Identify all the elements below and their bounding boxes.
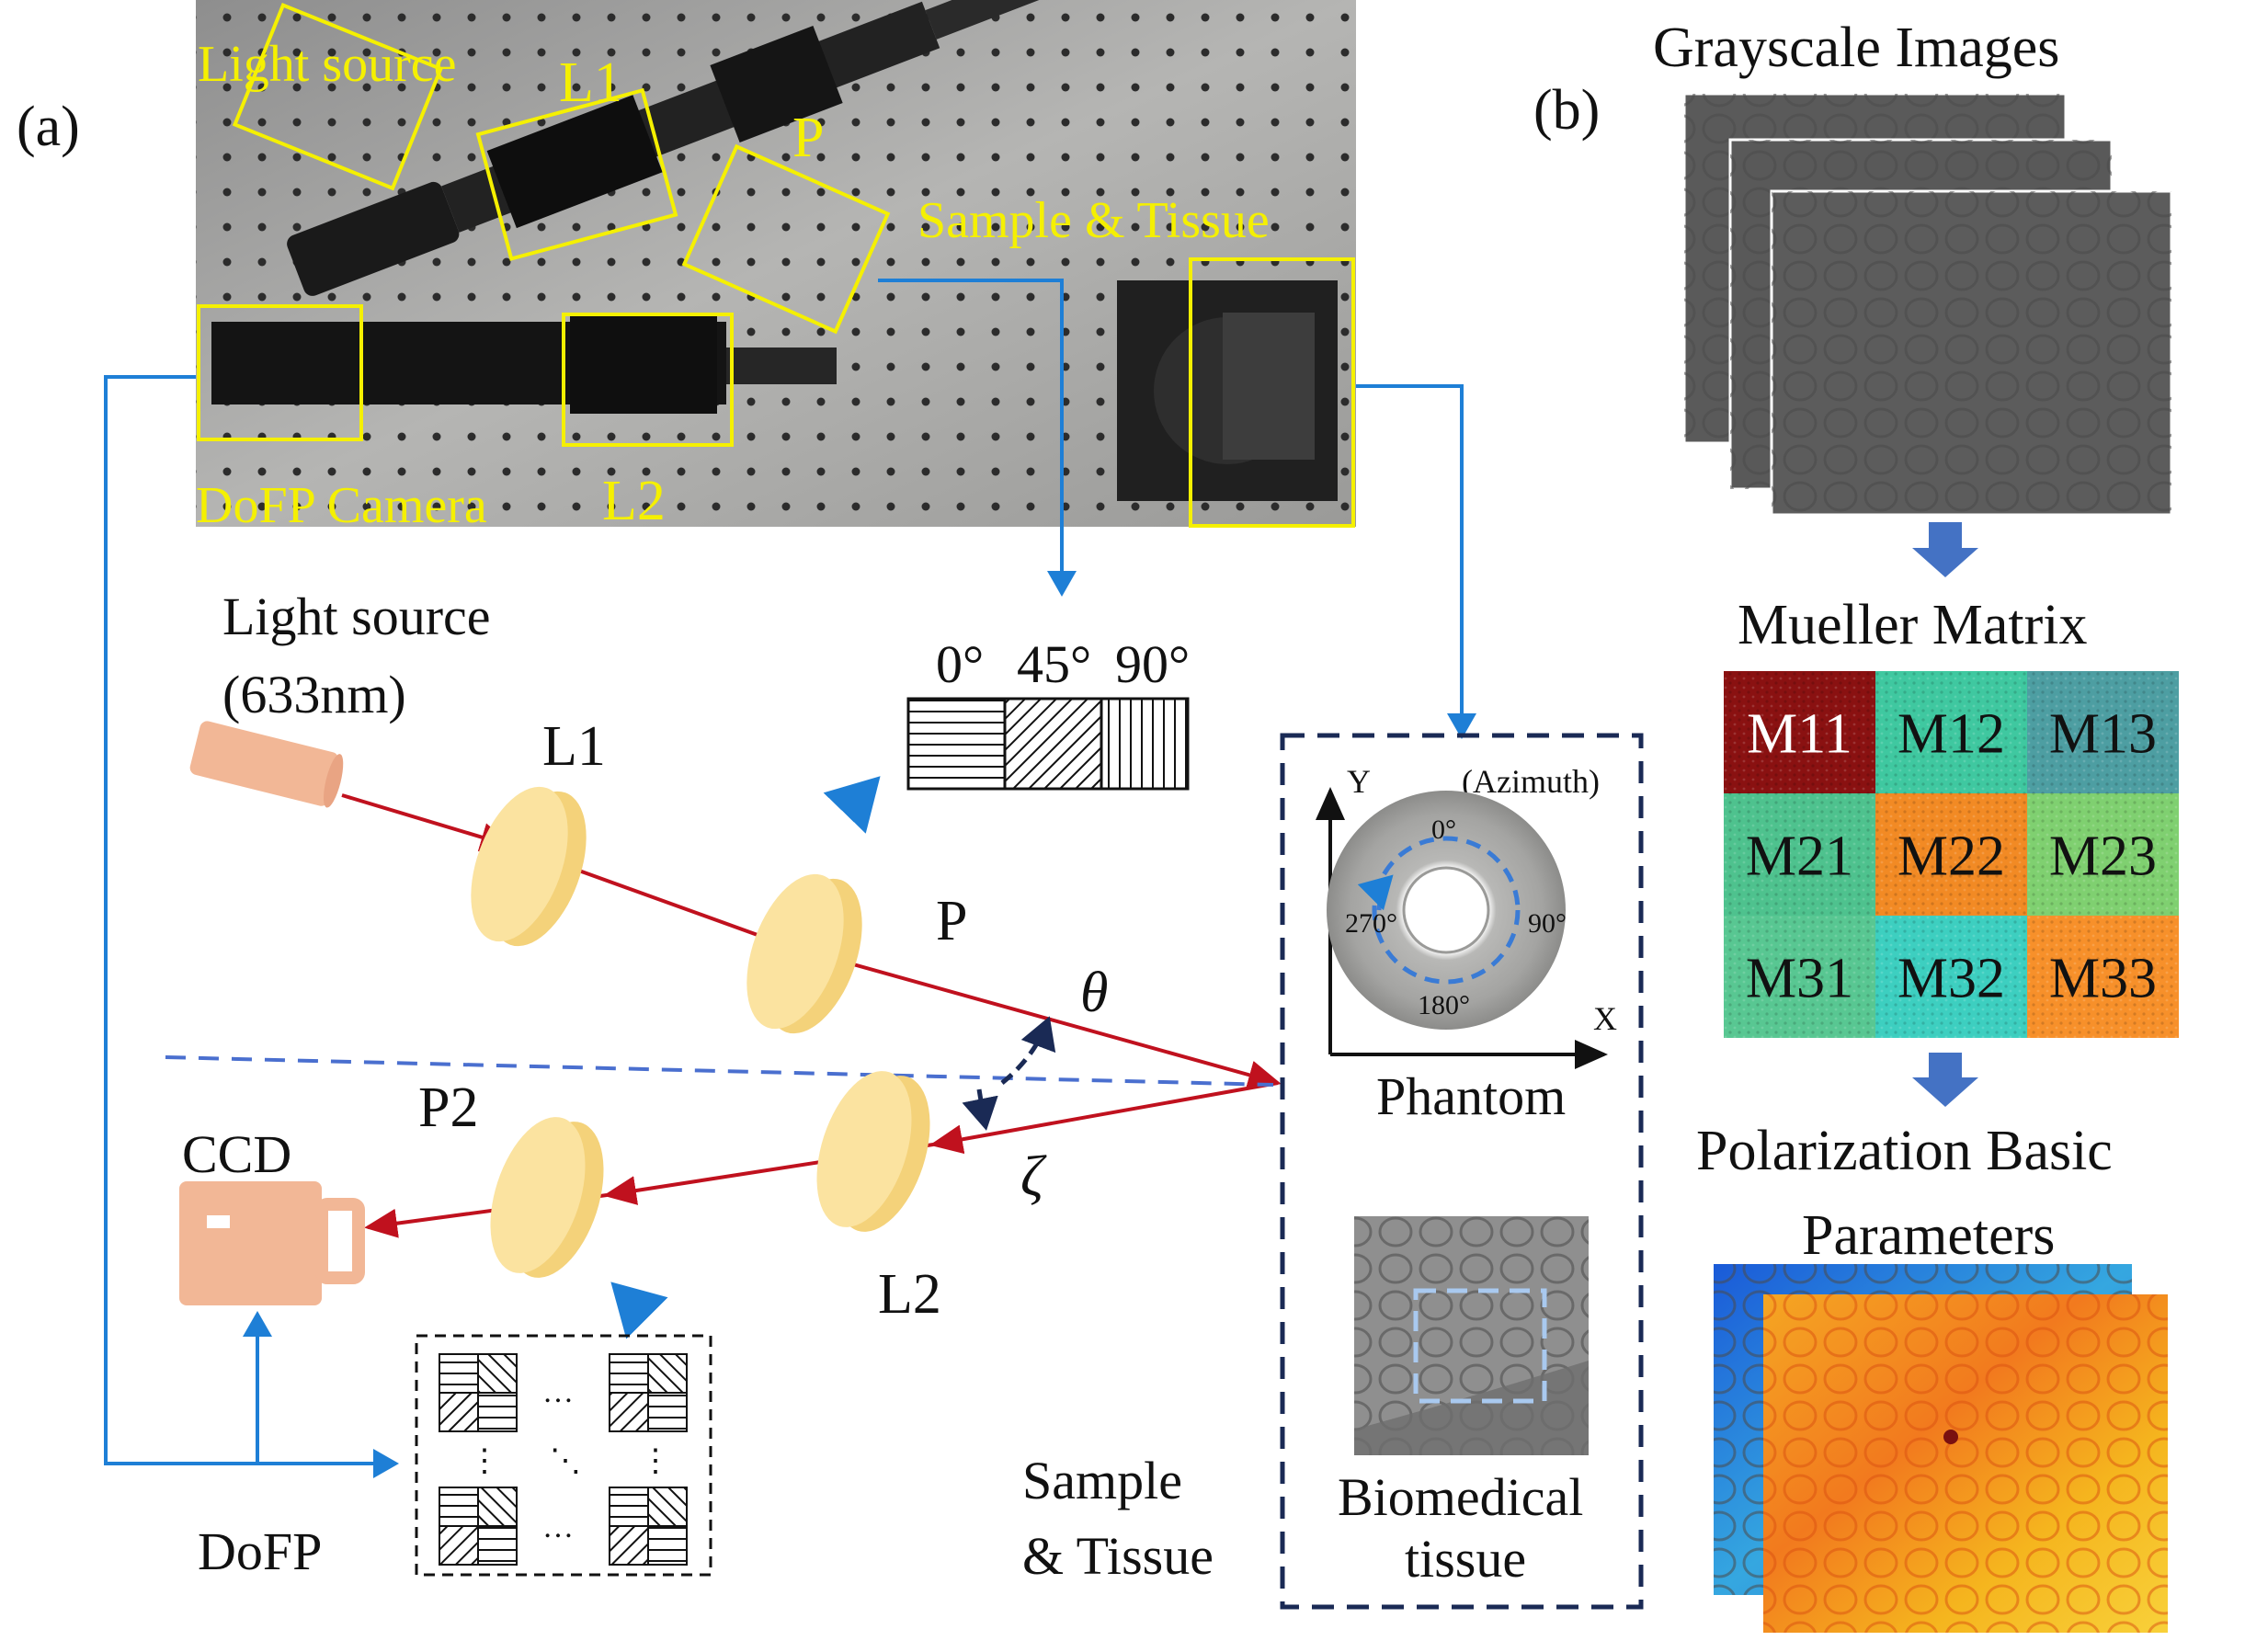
matrix-cell-texture [1875,793,2027,916]
angle-0: 0° [936,634,984,694]
lens-p2 [490,1117,604,1278]
mueller-title: Mueller Matrix [1738,594,2088,656]
matrix-label-m12: M12 [1897,703,2005,766]
dofp-dots-bottom: … [542,1510,574,1544]
dofp-dots-diag: ⋱ [550,1444,581,1478]
lens-l2 [816,1071,930,1232]
light-source-wavelength: (633nm) [222,665,406,724]
label-l1: L1 [542,715,606,778]
photo-label-p: P [792,107,824,169]
matrix-label-m11: M11 [1747,703,1852,766]
theta-arc [1000,1016,1056,1085]
phantom-y-axis: Y [1347,763,1371,800]
ccd-camera [179,1181,365,1305]
phantom-azimuth: (Azimuth) [1462,763,1600,800]
sample-label-line2: & Tissue [1022,1526,1214,1586]
grayscale-title: Grayscale Images [1653,17,2059,79]
phantom-label: Phantom [1376,1066,1566,1126]
label-p2: P2 [418,1077,478,1139]
dofp-dots-right: ⋮ [640,1444,671,1478]
tissue-label-line2: tissue [1405,1529,1526,1589]
matrix-cell-texture [2027,793,2179,916]
phantom-deg270: 270° [1345,908,1397,939]
photo-label-l1: L1 [559,51,622,114]
matrix-label-m21: M21 [1746,826,1853,888]
panel-a-label: (a) [17,96,80,158]
matrix-cell-texture [2027,671,2179,793]
phantom-deg0: 0° [1431,815,1456,845]
dofp-label: DoFP [198,1521,322,1581]
label-p: P [936,890,967,952]
setup-photo: Light source L1 P Sample & Tissue DoFP C… [196,0,1356,534]
sample-box [1280,733,1644,1610]
zeta-symbol: ζ [1020,1145,1047,1208]
matrix-cell-texture [1724,916,1875,1038]
tissue-image [1354,1216,1589,1455]
photo-label-sample-tissue: Sample & Tissue [917,192,1270,249]
panel-b-label: (b) [1533,79,1600,142]
matrix-cell-texture [1724,793,1875,916]
matrix-cell-texture [1724,671,1875,793]
sample-label-line1: Sample [1022,1451,1182,1510]
lens-l1 [471,786,587,947]
basic-title-line1: Polarization Basic [1696,1120,2113,1182]
arrow-down-1 [1912,522,1978,577]
matrix-label-m32: M32 [1897,948,2005,1010]
laser-source [189,721,344,808]
photo-label-l2: L2 [602,470,666,532]
theta-symbol: θ [1080,962,1108,1024]
parameter-images [1714,1264,2168,1633]
connector-lines [104,279,1476,1478]
zeta-arc [962,1088,998,1131]
ccd-label: CCD [182,1124,291,1184]
phantom-disk: 0° 90° 180° 270° [1327,791,1567,1030]
matrix-label-m13: M13 [2049,703,2157,766]
lens-p [746,873,862,1034]
matrix-label-m22: M22 [1897,826,2005,888]
tissue-label-line1: Biomedical [1338,1467,1583,1527]
phantom-x-axis: X [1593,1000,1617,1037]
matrix-label-m23: M23 [2049,826,2157,888]
phantom-deg90: 90° [1528,908,1567,939]
dofp-dots-left: ⋮ [469,1444,500,1478]
matrix-cell-texture [1875,671,2027,793]
polarizer-angles: 0° 45° 90° [906,634,1190,791]
grayscale-stack [1682,92,2173,517]
angle-45: 45° [1017,634,1091,694]
dofp-dots-top: … [542,1375,574,1409]
normal-line [165,1055,1274,1087]
matrix-cell-texture [1875,916,2027,1038]
photo-label-light-source: Light source [198,36,456,93]
label-l2: L2 [878,1263,941,1326]
arrow-down-2 [1912,1053,1978,1107]
matrix-label-m33: M33 [2049,948,2157,1010]
phantom-deg180: 180° [1418,990,1470,1020]
dofp-array: … … ⋮ ⋮ ⋱ [415,1334,712,1577]
light-source-label: Light source [222,587,491,646]
matrix-cell-texture [2027,916,2179,1038]
photo-label-dofp-camera: DoFP Camera [196,477,487,534]
angle-90: 90° [1115,634,1190,694]
basic-title-line2: Parameters [1802,1204,2055,1267]
matrix-label-m31: M31 [1746,948,1853,1010]
